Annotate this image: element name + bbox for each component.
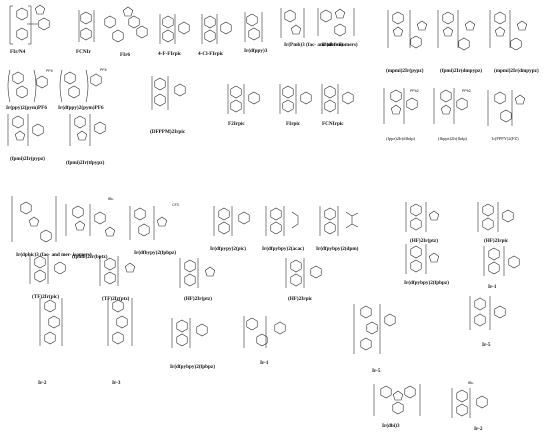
complex-4cl-firpic: 4-Cl-FIrpic <box>198 14 232 57</box>
complex-ir-dpbic3: Ir(dpbic)3 (fac- and mer- isomers) <box>11 196 92 258</box>
label-ir-5-b: Ir-5 <box>482 342 491 348</box>
label-4cl-firpic: 4-Cl-FIrpic <box>198 51 224 57</box>
complex-4f-firpic: 4-F-FIrpic <box>158 14 190 57</box>
label-ir-dfpybpy2-fpbpz-a: Ir(dfpybpy)2(fpbpz) <box>404 279 449 286</box>
label-ir-dfpybpy2-fpbpz-b: Ir(dfpybpy)2(fpbpz) <box>170 363 215 370</box>
atom-cf3-1: CF3 <box>172 203 179 207</box>
complex-ir-dfpybpy2-fpbpz-b: Ir(dfpybpy)2(fpbpz) <box>170 318 215 370</box>
label-hf2-ir-ptz-b: (HF)2Ir(ptz) <box>184 295 212 302</box>
label-ir-dfpybpy2-acac: Ir(dfpybpy)2(acac) <box>262 245 304 252</box>
complex-mpmi2-ir-pypz: (mpmi)2Ir(pypz) <box>386 10 428 74</box>
complex-f2irpic: F2Irpic <box>227 84 260 127</box>
complex-ir-dfpybpy2-dpm: Ir(dfpybpy)2(dpm) <box>316 206 359 252</box>
label-ir-dfpypy2-pic: Ir(dfpypy)2(pic) <box>210 245 246 252</box>
label-tf2-ir-ptz: (TF)2Ir(ptz) <box>102 295 130 302</box>
complex-ir-ppy2-pym-pf6: PF6 Ir(ppy)2(pym)PF6 <box>6 69 53 111</box>
label-4f-firpic: 4-F-FIrpic <box>158 51 182 57</box>
label-f2irpic: F2Irpic <box>228 121 245 127</box>
label-ir-2-a: Ir-2 <box>38 380 47 386</box>
label-firn4: FIr/N4 <box>10 49 26 55</box>
complex-ir-1-b: Ir-1 <box>243 316 286 366</box>
label-fppz2-ir-dfbdp: (fppz)2Ir(dfbdp) <box>386 136 416 141</box>
complex-ir-2-a: Ir-2 <box>38 298 63 386</box>
label-fcnir: FCNIr <box>76 49 92 55</box>
complex-ir-dfpybpy2-acac: Ir(dfpybpy)2(acac) <box>262 206 304 252</box>
complex-hf2-irpic-b: (HF)2Irpic <box>285 258 322 302</box>
label-ir-dfpybpy2-dpm: Ir(dfpybpy)2(dpm) <box>316 245 359 252</box>
complex-fcnirpic: FCNIrpic <box>321 84 354 127</box>
label-fpmi2-ir-dmpypz: (fpmi)2Ir(dmpypz) <box>440 67 482 74</box>
complex-tf2-ir-pic: (TF)2Ir(pic) <box>29 254 66 300</box>
label-ir-fppy2-fz: Ir(FPPY)2(FZ) <box>492 136 519 141</box>
label-tf2-ir-pic: (TF)2Ir(pic) <box>32 293 59 300</box>
atom-pf6: PF6 <box>46 69 53 73</box>
complex-tf2-ir-ptz: (TF)2Ir(ptz) <box>99 256 136 302</box>
atom-tbu-2: tBu <box>468 381 473 385</box>
complex-ir-1-a: Ir-1 <box>483 246 520 290</box>
label-ir-pmb3: Ir(Pmb)3 (fac- and mer- isomers) <box>284 41 358 48</box>
complex-ir-dbfmi: Ir(dbfmi) <box>317 8 355 48</box>
atom-pf6-2: PF6 <box>100 68 107 72</box>
complex-fpmi2-ir-pypz: (fpmi)2Ir(pypz) <box>7 114 45 162</box>
complex-fir6: FIr6 <box>104 6 148 58</box>
label-ir-ppy2-pym-pf6: Ir(ppy)2(pym)PF6 <box>6 104 47 111</box>
label-ir-dpbic3: Ir(dpbic)3 (fac- and mer- isomers) <box>16 251 92 258</box>
label-ir-2-b: Ir-2 <box>474 426 483 432</box>
complex-firn4: FIr/N4 <box>9 4 50 55</box>
complex-fcnir: FCNIr <box>76 10 95 55</box>
complex-ir-2-b: tBu Ir-2 <box>451 381 488 432</box>
label-firpic: FIrpic <box>286 121 301 127</box>
complex-ir-dfpybpy2-fpbpz: Ir(dfpybpy)2(fpbpz) <box>404 244 449 286</box>
label-fir6: FIr6 <box>120 52 130 58</box>
label-fbppz2-ir-fbdp: (fbppz)2Ir(fbdp) <box>438 136 468 141</box>
label-ir-1-a: Ir-1 <box>488 284 497 290</box>
label-ir-dfbypy2-fpbpz: Ir(dfbypy)2(fpbpz) <box>134 249 176 256</box>
label-ir-dbi3: Ir(dbi)3 <box>382 422 400 429</box>
complex-hf2-ir-ptz: (HF)2Ir(ptz) <box>405 202 440 244</box>
label-fpmb2-ir-bptz: (fpmb)2Ir(bptz) <box>72 253 108 260</box>
complex-mpmi2-ir-dmpypz: (mpmi)2Ir(dmpypz) <box>489 10 539 74</box>
label-ir-3: Ir-3 <box>112 380 121 386</box>
atom-tbu-1: tBu <box>108 197 113 201</box>
complex-ir-fppy2-fz: Ir(FPPY)2(FZ) <box>487 90 526 141</box>
complex-firpic: FIrpic <box>279 84 312 127</box>
complex-ir-dbi3: Ir(dbi)3 <box>373 384 421 429</box>
label-mpmi2-ir-pypz: (mpmi)2Ir(pypz) <box>386 67 424 74</box>
atom-pph2-2: PPh2 <box>462 89 471 93</box>
label-dfppm2-irpic: (DFPPM)2Irpic <box>150 128 186 135</box>
complex-ir-dfbypy2-fpbpz: CF3 Ir(dfbypy)2(fpbpz) <box>129 203 179 256</box>
label-mpmi2-ir-dmpypz: (mpmi)2Ir(dmpypz) <box>494 67 539 74</box>
complex-ir-5-b: Ir-5 <box>469 296 506 348</box>
label-ir-dbfmi: Ir(dbfmi) <box>322 41 343 48</box>
complex-ir-pmb3: Ir(Pmb)3 (fac- and mer- isomers) <box>280 8 358 48</box>
label-ir-dfppy3: Ir(dfppy)3 <box>244 47 268 54</box>
complex-fbppz2-ir-fbdp: PPh2 (fbppz)2Ir(fbdp) <box>433 88 471 141</box>
label-ir-5-a: Ir-5 <box>372 368 381 374</box>
complex-fppz2-ir-dfbdp: PPh2 (fppz)2Ir(dfbdp) <box>383 88 419 141</box>
label-fcnirpic: FCNIrpic <box>322 121 344 127</box>
label-hf2-irpic-b: (HF)2Irpic <box>288 295 313 302</box>
complex-hf2-ir-ptz-b: (HF)2Ir(ptz) <box>179 258 216 302</box>
complex-fpmi2-ir-dmpypz: (fpmi)2Ir(dmpypz) <box>437 10 482 74</box>
atom-pph2-1: PPh2 <box>410 89 419 93</box>
label-hf2-irpic: (HF)2Irpic <box>484 237 509 244</box>
label-ir-1-b: Ir-1 <box>260 360 269 366</box>
complex-dfppm2-irpic: (DFPPM)2Irpic <box>150 76 186 135</box>
complex-ir-dfppy3: Ir(dfppy)3 <box>244 12 268 54</box>
label-ir-dfppy2-pym-pf6: Ir(dfppy)2(pym)PF6 <box>58 104 104 111</box>
complex-fpmi2-ir-tfpypz: (fpmi)2Ir(tfpypz) <box>66 114 106 166</box>
complex-ir-dfppy2-pym-pf6: PF6 Ir(dfppy)2(pym)PF6 <box>58 68 107 111</box>
complex-ir-dfpypy2-pic: Ir(dfpypy)2(pic) <box>210 206 250 252</box>
complex-hf2-irpic: (HF)2Irpic <box>477 202 514 244</box>
complex-ir-5-a: Ir-5 <box>353 304 396 374</box>
label-fpmi2-ir-tfpypz: (fpmi)2Ir(tfpypz) <box>66 159 105 166</box>
complex-ir-3: Ir-3 <box>107 298 133 386</box>
label-fpmi2-ir-pypz: (fpmi)2Ir(pypz) <box>10 155 45 162</box>
label-hf2-ir-ptz: (HF)2Ir(ptz) <box>410 237 438 244</box>
complex-fpmb2-ir-bptz: tBu (fpmb)2Ir(bptz) <box>65 197 116 260</box>
